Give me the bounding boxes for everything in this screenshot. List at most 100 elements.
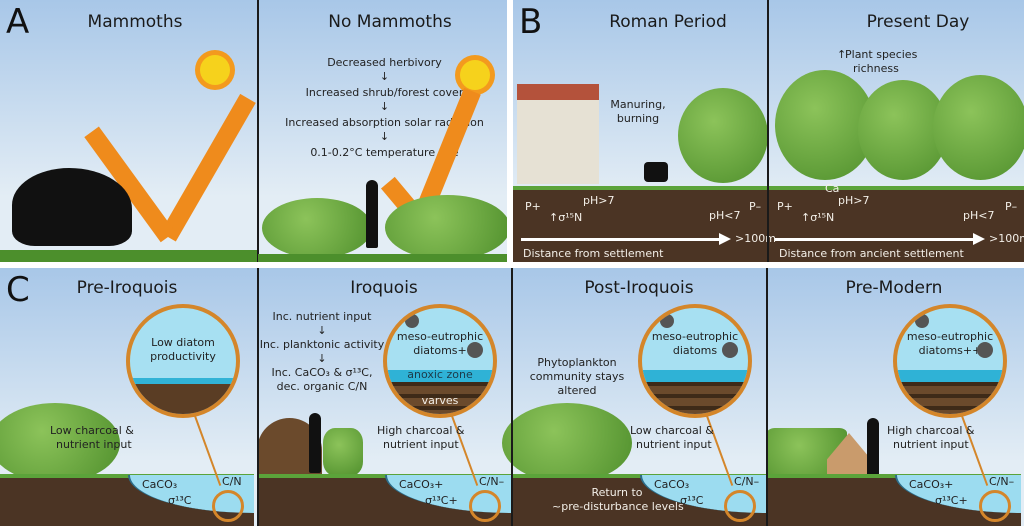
chain-arrow: ↓ (317, 324, 327, 337)
anoxic-label: anoxic zone (407, 368, 473, 381)
d13c-label: σ¹³C+ (935, 494, 968, 507)
present-day-title: Present Day (866, 12, 970, 32)
sun-icon (460, 60, 490, 90)
chain-4: 0.1-0.2°C temperature rise (310, 146, 459, 159)
tree (933, 75, 1024, 180)
panel-letter: C (6, 270, 30, 310)
shrub (385, 195, 507, 260)
chain-arrow: ↓ (379, 100, 390, 113)
cn-label: C/N (222, 475, 242, 488)
goat-silhouette (644, 162, 668, 182)
plant-richness-label: Plant species (845, 48, 918, 61)
sample-circle (724, 490, 756, 522)
varves (642, 382, 748, 414)
d13c-label: σ¹³C (680, 494, 704, 507)
mammoth-silhouette (12, 168, 132, 246)
ca-label: Ca (825, 182, 840, 195)
up-arrow-icon: ↑ (837, 48, 847, 61)
return-label: ~pre-disturbance levels (552, 500, 684, 513)
caco3-label: CaCO₃ (654, 478, 690, 491)
phytoplankton-label: Phytoplankton (537, 356, 617, 369)
zoom-text: diatoms++ (918, 344, 982, 357)
divider (511, 268, 513, 526)
water-layer (130, 378, 236, 384)
zoom-text: meso-eutrophic (906, 330, 994, 343)
caco3-label: CaCO₃+ (399, 478, 444, 491)
subpanel-title: Iroquois (350, 278, 418, 298)
n15-label: ↑σ¹⁵N (549, 211, 583, 224)
farmhouse (517, 84, 599, 184)
burning-label: burning (616, 112, 660, 125)
sediment (130, 384, 236, 414)
p-plus-label: P+ (525, 200, 541, 213)
input-label: High charcoal & (887, 424, 975, 437)
chain-arrow: ↓ (317, 352, 327, 365)
panel-a: A Mammoths No Mammoths Decreased herbivo… (0, 0, 507, 262)
chain-1: Decreased herbivory (327, 56, 442, 69)
distance-axis-label: Distance from ancient settlement (779, 247, 964, 260)
p-minus-label: P– (749, 200, 762, 213)
varves (387, 382, 493, 414)
distance-axis-label: Distance from settlement (523, 247, 664, 260)
cn-label: C/N– (989, 475, 1015, 488)
roman-period-title: Roman Period (609, 12, 727, 32)
anoxic-zone (387, 370, 493, 382)
farmer-silhouette (867, 418, 879, 476)
chain-arrow: ↓ (379, 70, 390, 83)
input-label: nutrient input (383, 438, 459, 451)
divider (257, 268, 259, 526)
n15-label: ↑σ¹⁵N (801, 211, 835, 224)
corn-plants (323, 428, 363, 476)
distance-far-label: >100m (735, 232, 776, 245)
shrub (262, 198, 372, 258)
phytoplankton-label: community stays (529, 370, 625, 383)
sample-circle (469, 490, 501, 522)
subpanel-title: Post-Iroquois (584, 278, 694, 298)
panel-letter: A (6, 2, 30, 42)
forest (0, 403, 120, 483)
diatom-icon (915, 314, 929, 328)
diatom-icon (660, 314, 674, 328)
phytoplankton-label: altered (557, 384, 597, 397)
p-minus-label: P– (1005, 200, 1018, 213)
input-label: nutrient input (56, 438, 132, 451)
chain-step: dec. organic C/N (276, 380, 368, 393)
distance-arrow (775, 233, 985, 245)
input-label: nutrient input (636, 438, 712, 451)
chain-arrow: ↓ (379, 130, 390, 143)
divider (257, 0, 259, 262)
input-label: nutrient input (893, 438, 969, 451)
chain-step: Inc. planktonic activity (259, 338, 385, 351)
no-mammoths-title: No Mammoths (328, 12, 452, 32)
ph-low-label: pH<7 (963, 209, 995, 222)
zoom-text: diatoms+ (413, 344, 467, 357)
chain-step: Inc. CaCO₃ & σ¹³C, (271, 366, 373, 379)
grass (258, 254, 507, 262)
sample-circle (979, 490, 1011, 522)
diatom-icon (977, 342, 993, 358)
varves-label: varves (421, 394, 459, 407)
cn-label: C/N– (734, 475, 760, 488)
caco3-label: CaCO₃ (142, 478, 178, 491)
person-silhouette (366, 180, 378, 248)
chain-3: Increased absorption solar radiation (285, 116, 484, 129)
subpanel-title: Pre-Iroquois (76, 278, 178, 298)
varves (897, 382, 1003, 414)
diatom-icon (722, 342, 738, 358)
chain-2: Increased shrub/forest cover (305, 86, 464, 99)
cn-label: C/N– (479, 475, 505, 488)
zoom-text: meso-eutrophic (651, 330, 739, 343)
divider (766, 268, 768, 526)
plant-richness-label: richness (853, 62, 899, 75)
diatom-icon (467, 342, 483, 358)
distance-arrow (521, 233, 731, 245)
caco3-label: CaCO₃+ (909, 478, 954, 491)
distance-far-label: >100m (989, 232, 1024, 245)
